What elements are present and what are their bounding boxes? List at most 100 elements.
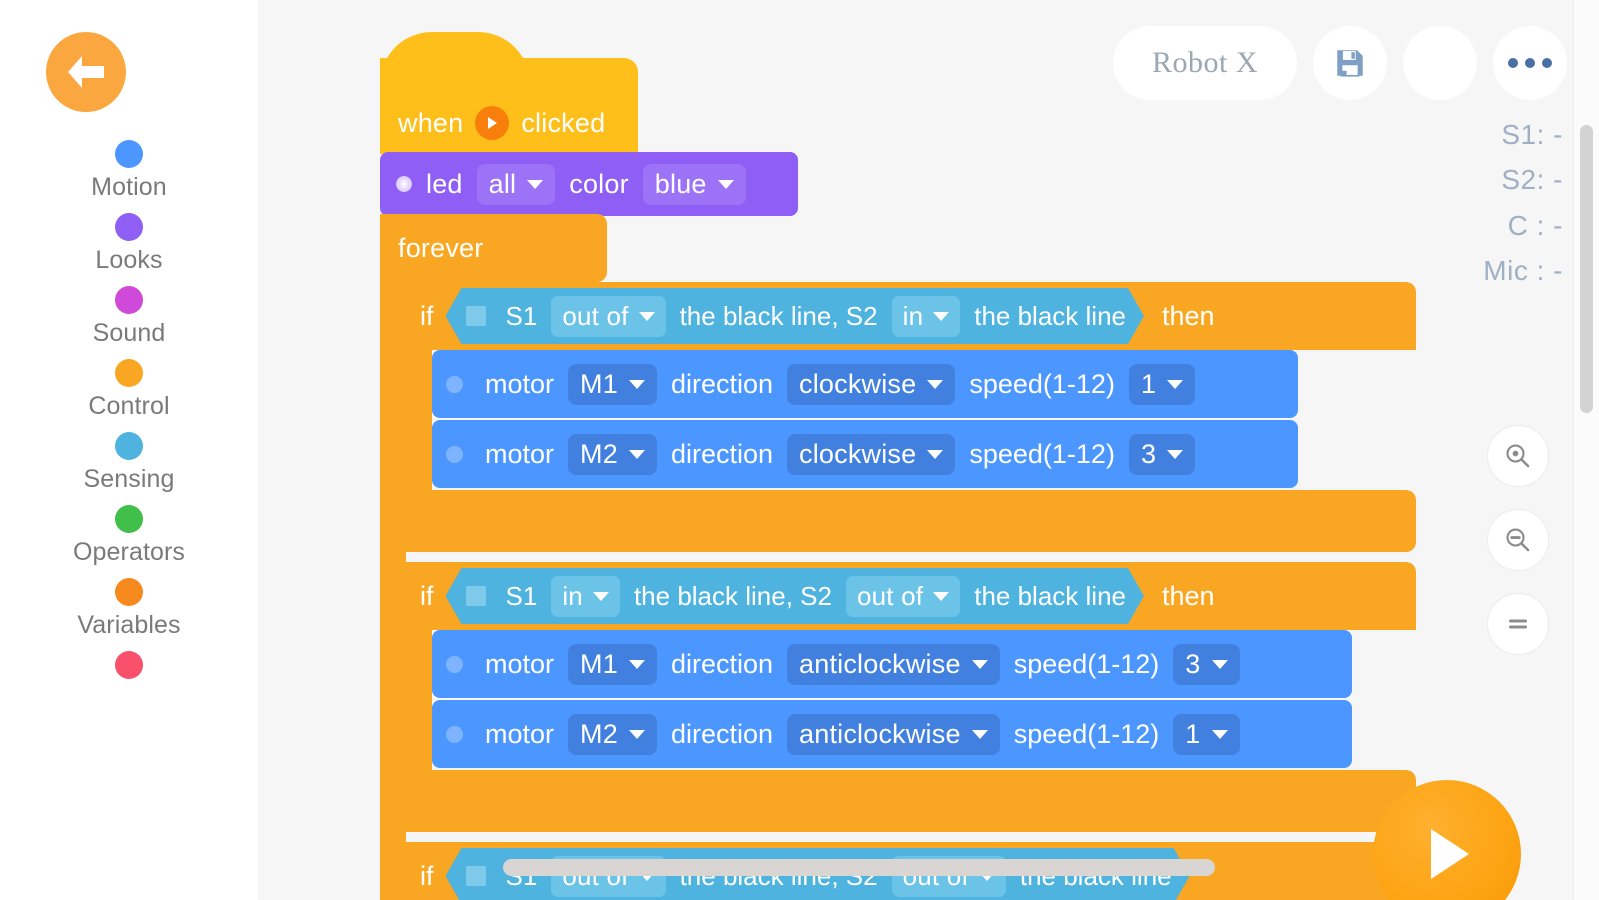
chevron-down-icon: [1167, 379, 1184, 389]
if-2-state2-dropdown[interactable]: out of: [846, 576, 960, 617]
motor-2-1-speed-dropdown[interactable]: 3: [1173, 643, 1240, 685]
block-motor-2-2[interactable]: motor M2 direction anticlockwise: [432, 700, 1352, 768]
motor-1-2-direction-value: clockwise: [799, 438, 917, 469]
sensor-icon: [466, 586, 486, 606]
chevron-down-icon: [527, 179, 544, 189]
more-options-button[interactable]: [1493, 26, 1567, 100]
if-1-state2-dropdown[interactable]: in: [892, 296, 961, 337]
motor-1-2-direction-dropdown[interactable]: clockwise: [787, 433, 956, 475]
chevron-down-icon: [971, 659, 988, 669]
motor-1-1-port-dropdown[interactable]: M1: [568, 363, 657, 405]
sidebar-label-variables: Variables: [77, 611, 181, 639]
motor-dot-icon: [446, 445, 463, 463]
sidebar-item-looks[interactable]: Looks: [0, 213, 258, 273]
sidebar-label-motion: Motion: [91, 173, 167, 201]
blank-button[interactable]: [1403, 26, 1477, 100]
motor-1-2-speed-dropdown[interactable]: 3: [1128, 433, 1196, 475]
motor-2-2-port-dropdown[interactable]: M2: [568, 713, 657, 755]
motor-dot-icon: [446, 655, 463, 673]
save-button[interactable]: [1313, 26, 1387, 100]
sensor-value-s2: -: [1553, 164, 1563, 196]
sidebar-label-operators: Operators: [72, 538, 186, 566]
led-keyword: led: [426, 168, 463, 199]
sidebar-label-looks: Looks: [95, 246, 163, 274]
chevron-down-icon: [593, 592, 609, 601]
zoom-controls: [1487, 425, 1549, 655]
equals-icon: [1509, 619, 1527, 629]
if-2-motors: motor M1 direction anticlockwise: [432, 630, 1352, 770]
block-led-color[interactable]: led all color blue: [380, 152, 798, 216]
motor-2-1-direction-dropdown[interactable]: anticlockwise: [787, 643, 1000, 685]
chevron-down-icon: [979, 872, 995, 881]
when-label: when: [398, 107, 464, 138]
floppy-disk-icon: [1337, 50, 1363, 77]
motor-2-2-direction-dropdown[interactable]: anticlockwise: [787, 713, 1000, 755]
motor-2-2-word: motor: [485, 718, 555, 749]
sidebar-item-variables[interactable]: Variables: [0, 578, 258, 638]
block-when-flag-clicked[interactable]: when clicked: [380, 32, 638, 154]
sidebar-item-control[interactable]: Control: [0, 359, 258, 419]
motor-2-1-port-dropdown[interactable]: M1: [568, 643, 657, 685]
hat-content: when clicked: [398, 106, 605, 140]
sensor-icon: [466, 306, 486, 326]
canvas-inner: when clicked led all color: [258, 0, 1599, 900]
zoom-reset-button[interactable]: [1487, 593, 1549, 655]
if-2-state1-dropdown[interactable]: in: [551, 576, 620, 617]
sidebar-item-extra[interactable]: [0, 651, 258, 686]
chevron-down-icon: [927, 449, 944, 459]
block-if-1[interactable]: if S1 out of the black line, S2: [406, 282, 1486, 552]
motor-1-1-speed-dropdown[interactable]: 1: [1128, 363, 1196, 405]
sidebar-item-operators[interactable]: Operators: [0, 505, 258, 565]
if-2-header: if S1 in the black line, S2: [406, 562, 1416, 630]
horizontal-scrollbar[interactable]: [503, 859, 1215, 876]
motor-dot-icon: [446, 725, 463, 743]
if-1-state1-value: out of: [562, 300, 629, 331]
block-motor-2-1[interactable]: motor M1 direction anticlockwise: [432, 630, 1352, 698]
zoom-in-button[interactable]: [1487, 425, 1549, 487]
chevron-down-icon: [1211, 729, 1228, 739]
block-if-2[interactable]: if S1 in the black line, S2: [406, 562, 1486, 832]
if-1-condition[interactable]: S1 out of the black line, S2 in: [446, 288, 1145, 344]
sensor-row-s2: S2: -: [1501, 164, 1563, 196]
sidebar-label-control: Control: [88, 392, 170, 420]
variables-dot-icon: [115, 578, 143, 606]
if-2-condition[interactable]: S1 in the black line, S2 out of: [446, 568, 1145, 624]
chevron-down-icon: [628, 659, 645, 669]
chevron-down-icon: [1167, 449, 1184, 459]
motor-1-1-direction-dropdown[interactable]: clockwise: [787, 363, 956, 405]
block-motor-1-1[interactable]: motor M1 direction clockwise: [432, 350, 1298, 418]
block-forever[interactable]: forever if S1: [380, 214, 1486, 900]
run-button[interactable]: [1373, 780, 1521, 900]
back-button[interactable]: [46, 32, 126, 112]
if-2-body: motor M1 direction anticlockwise: [406, 630, 1486, 770]
if-1-body: motor M1 direction clockwise: [406, 350, 1486, 490]
sensor-row-c: C : -: [1507, 209, 1563, 241]
chevron-down-icon: [1211, 659, 1228, 669]
zoom-out-button[interactable]: [1487, 509, 1549, 571]
motor-1-2-speed-word: speed(1-12): [969, 438, 1115, 469]
motor-2-2-dir-word: direction: [670, 718, 774, 749]
sidebar-item-sensing[interactable]: Sensing: [0, 432, 258, 492]
led-target-dropdown[interactable]: all: [476, 163, 556, 205]
motor-1-1-word: motor: [485, 368, 555, 399]
block-motor-1-2[interactable]: motor M2 direction clockwise: [432, 420, 1298, 488]
vertical-scrollbar[interactable]: [1580, 125, 1593, 413]
motor-1-2-dir-word: direction: [670, 438, 774, 469]
project-name-field[interactable]: Robot X: [1113, 26, 1297, 100]
chevron-down-icon: [628, 449, 645, 459]
clicked-label: clicked: [521, 107, 606, 138]
led-color-value: blue: [654, 168, 707, 199]
if-1-state1-dropdown[interactable]: out of: [551, 296, 665, 337]
led-color-dropdown[interactable]: blue: [642, 163, 746, 205]
sidebar-item-sound[interactable]: Sound: [0, 286, 258, 346]
script-canvas[interactable]: when clicked led all color: [258, 0, 1599, 900]
motor-1-2-port-value: M2: [580, 438, 618, 469]
motor-2-2-speed-dropdown[interactable]: 1: [1173, 713, 1240, 755]
motor-1-2-port-dropdown[interactable]: M2: [568, 433, 657, 475]
sidebar-item-motion[interactable]: Motion: [0, 140, 258, 200]
top-toolbar: Robot X: [1113, 26, 1567, 100]
control-dot-icon: [115, 359, 143, 387]
chevron-down-icon: [639, 312, 655, 321]
sensor-label-mic: Mic: [1483, 255, 1529, 287]
